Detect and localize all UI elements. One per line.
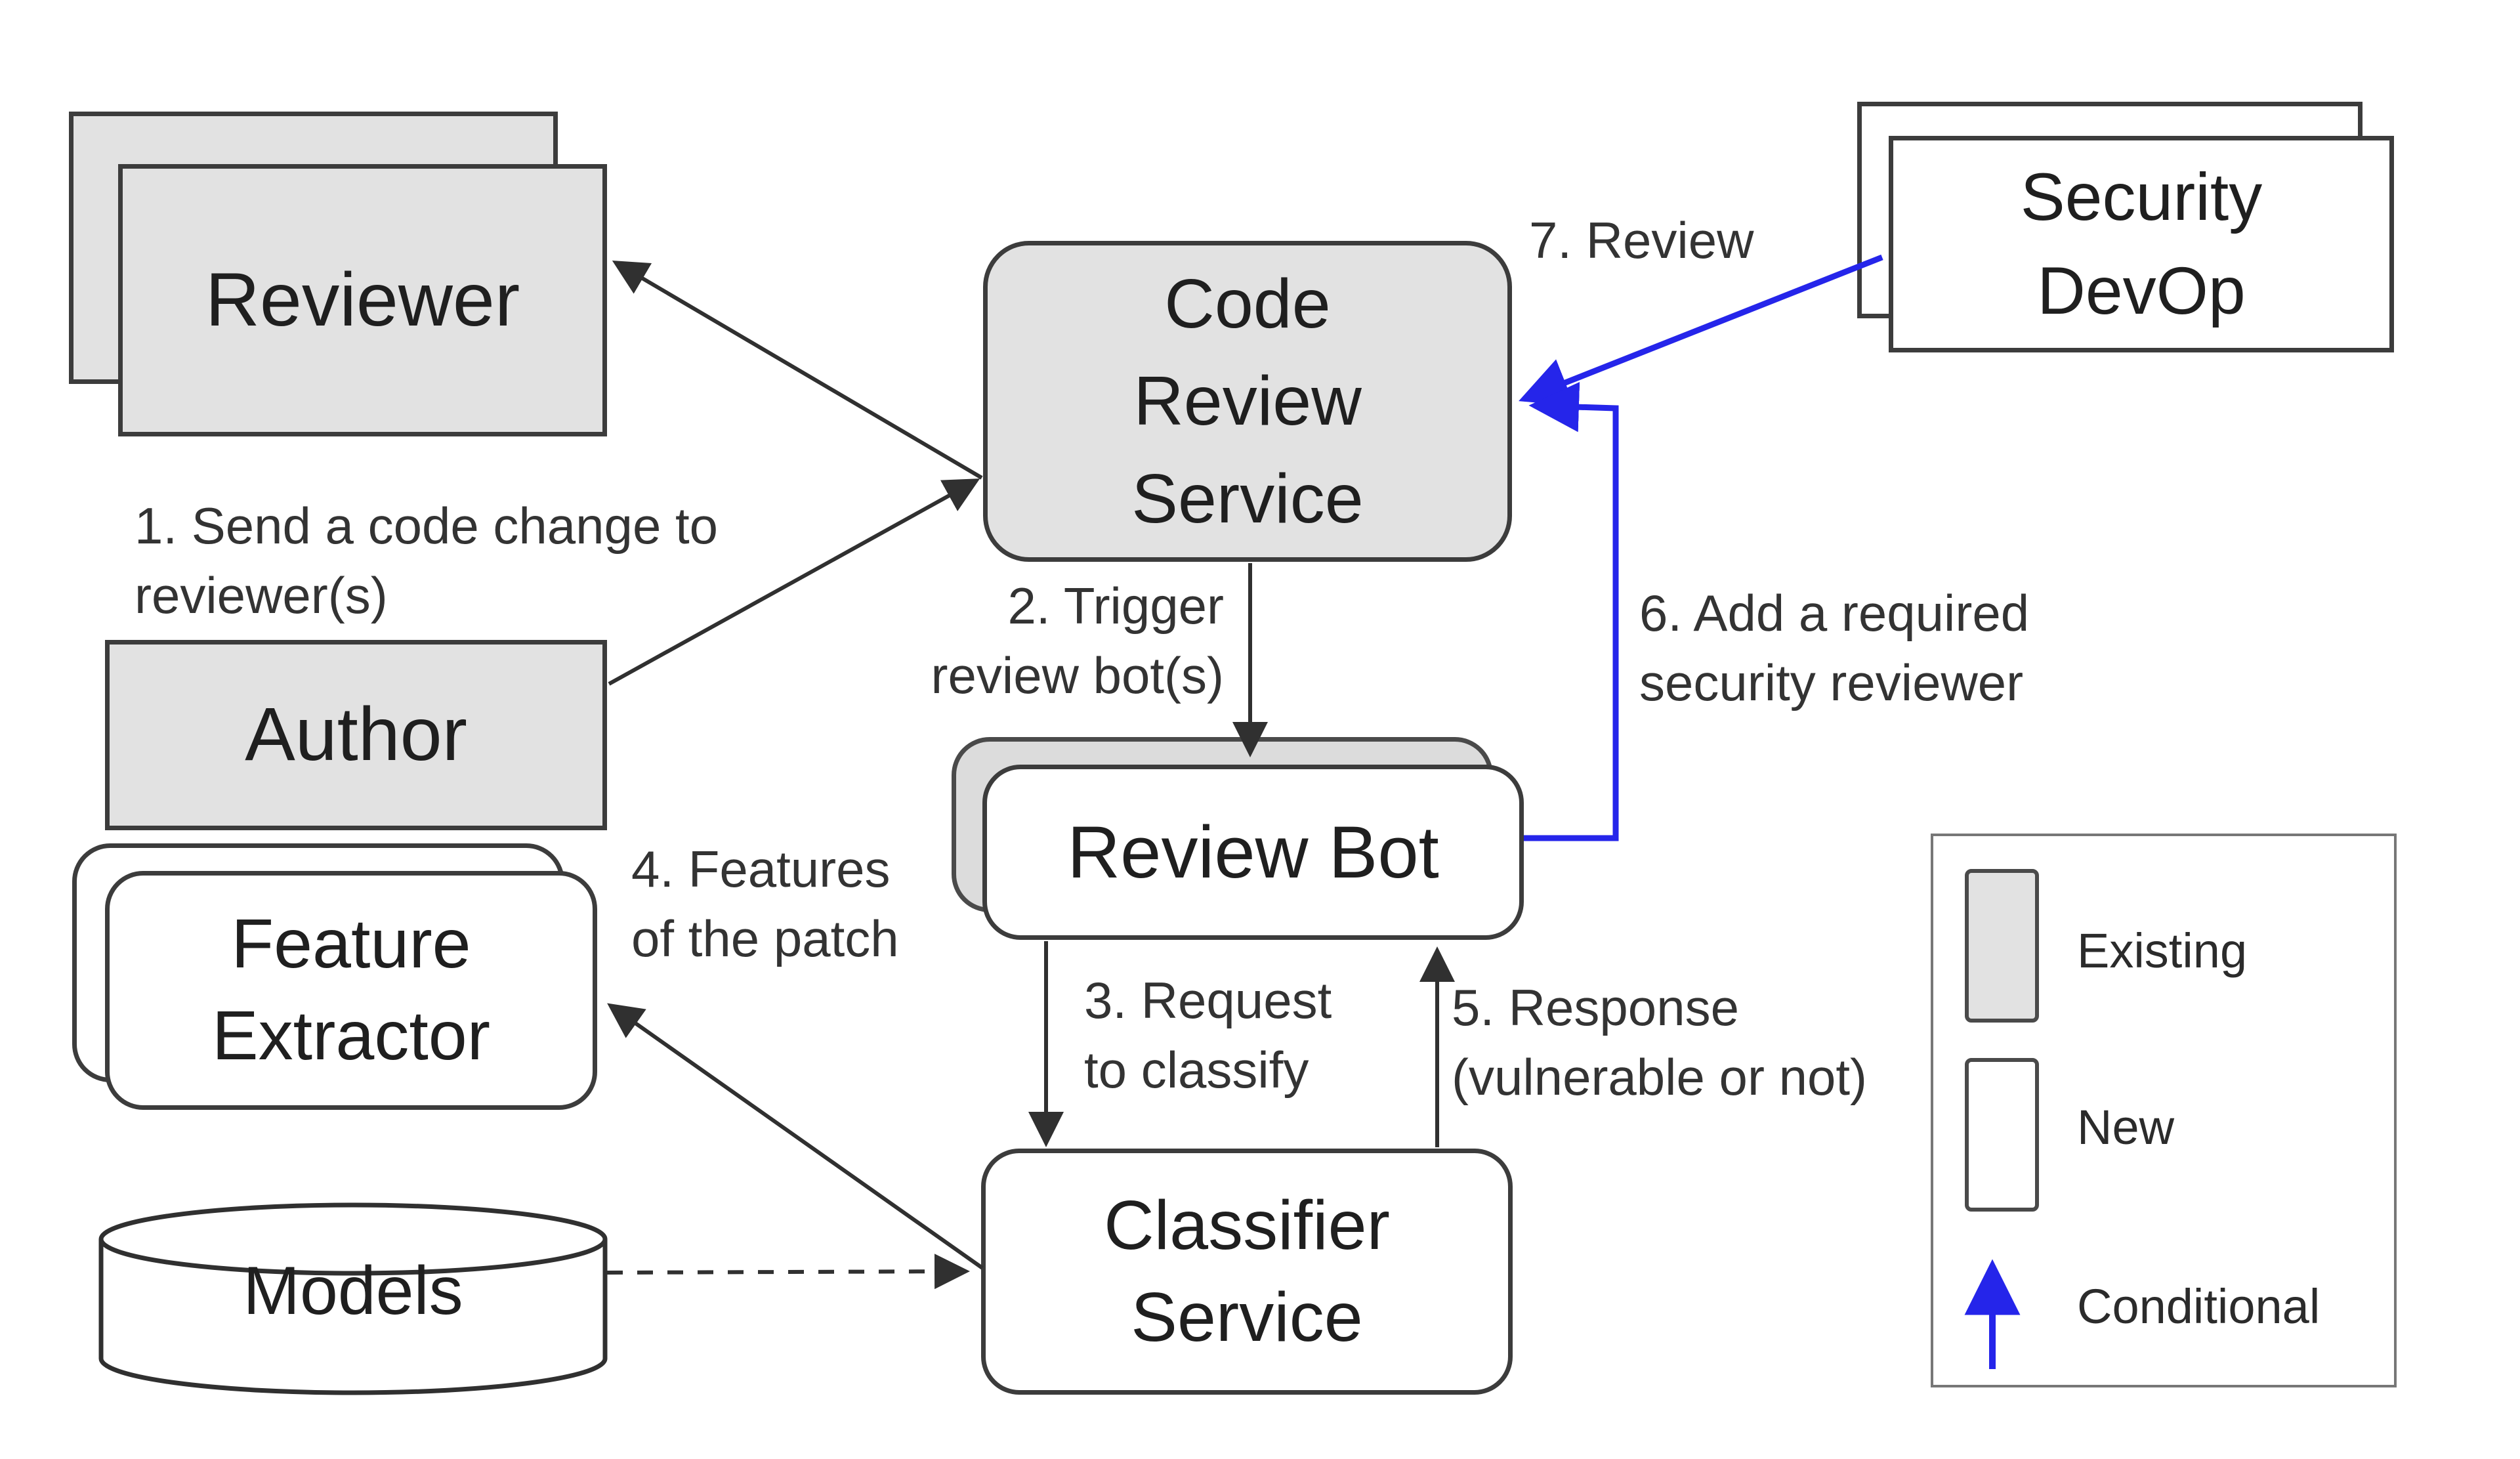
node-author: Author xyxy=(105,640,607,830)
node-reviewer-label: Reviewer xyxy=(205,257,520,342)
node-models-label: Models xyxy=(243,1252,463,1329)
node-feature-extractor: Feature Extractor xyxy=(105,871,597,1110)
node-review-bot-label: Review Bot xyxy=(1067,811,1439,893)
edge-label-3: 3. Request to classify xyxy=(1084,971,1332,1099)
node-security-devop: Security DevOp xyxy=(1889,136,2394,352)
arrow-1-to-reviewer xyxy=(612,260,983,480)
edge-label-6: 6. Add a required security reviewer xyxy=(1639,584,2030,712)
node-security-devop-label: Security DevOp xyxy=(2020,159,2263,328)
edge-label-5: 5. Response (vulnerable or not) xyxy=(1452,979,1867,1107)
edge-label-1: 1. Send a code change to reviewer(s) xyxy=(135,497,719,625)
node-feature-extractor-label: Feature Extractor xyxy=(211,905,491,1074)
node-reviewer: Reviewer xyxy=(118,164,607,436)
arrow-6-add-security-reviewer-conditional xyxy=(1524,381,1619,841)
edge-label-2: 2. Trigger review bot(s) xyxy=(931,577,1224,705)
arrow-models-dashed xyxy=(606,1254,970,1290)
legend-swatch-new-icon xyxy=(1965,1058,2039,1212)
legend-swatch-existing-icon xyxy=(1965,869,2039,1023)
arrow-7-review-conditional xyxy=(1519,254,1883,406)
node-classifier-service: Classifier Service xyxy=(981,1149,1513,1395)
node-review-bot: Review Bot xyxy=(982,765,1524,940)
legend-item-new: New xyxy=(2077,1099,2175,1154)
legend-item-conditional: Conditional xyxy=(2077,1279,2320,1334)
node-code-review-service: Code Review Service xyxy=(983,241,1512,562)
edge-label-4: 4. Features of the patch xyxy=(631,840,899,968)
arrow-4-features-of-patch xyxy=(607,1003,984,1270)
node-code-review-service-label: Code Review Service xyxy=(1131,264,1364,538)
node-classifier-service-label: Classifier Service xyxy=(1104,1186,1390,1356)
edge-label-7: 7. Review xyxy=(1529,211,1754,269)
node-author-label: Author xyxy=(245,692,467,777)
legend-item-existing: Existing xyxy=(2077,923,2248,978)
